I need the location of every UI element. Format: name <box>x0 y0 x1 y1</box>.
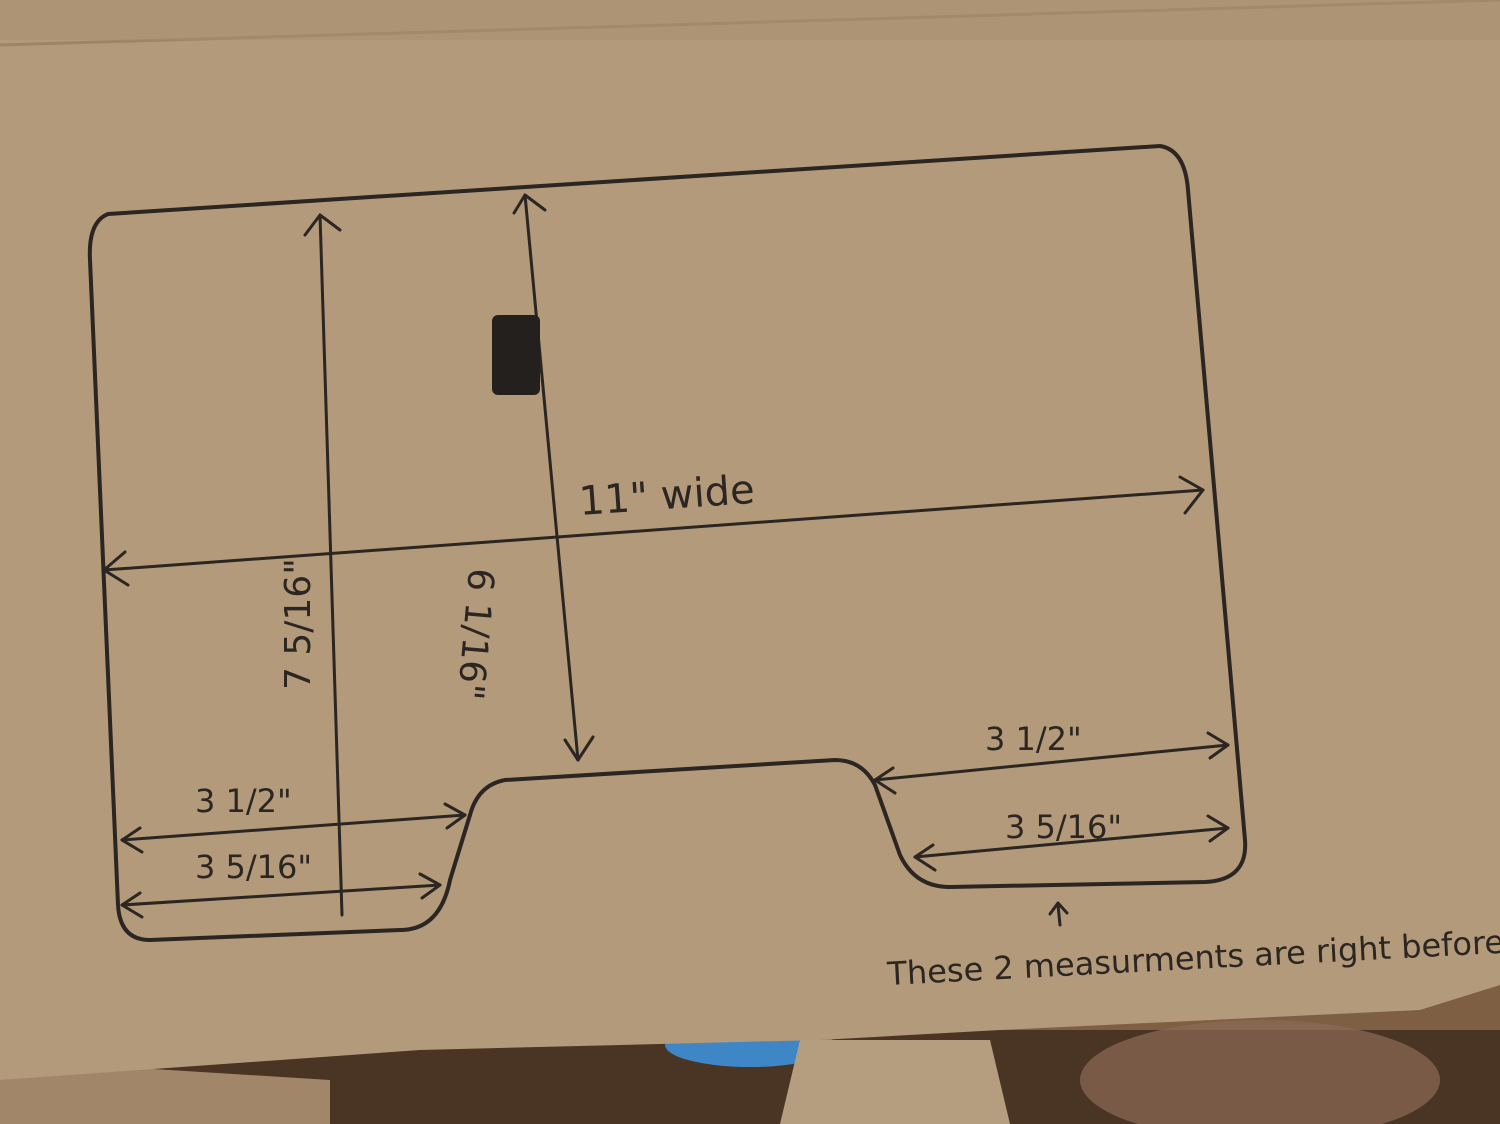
width-dimension <box>102 475 1205 587</box>
right-upper-dimension <box>873 731 1230 795</box>
box-flap-right <box>780 1040 1010 1124</box>
box-flap-left <box>0 1065 330 1124</box>
label-right-lower: 3 5/16" <box>1005 808 1122 846</box>
cardboard-top-strip <box>0 0 1500 40</box>
foot-blur <box>1080 1020 1440 1124</box>
label-right-upper: 3 1/2" <box>985 720 1082 758</box>
label-left-lower: 3 5/16" <box>195 848 312 886</box>
label-left-upper: 3 1/2" <box>195 782 292 820</box>
right-lower-dimension <box>913 814 1230 872</box>
left-height-dimension <box>303 213 344 917</box>
left-upper-dimension <box>120 802 467 854</box>
left-lower-dimension <box>120 872 442 919</box>
label-height-left: 7 5/16" <box>278 558 319 690</box>
center-height-dimension <box>512 193 595 762</box>
cardboard-sheet <box>0 0 1500 1080</box>
insert-outline <box>87 144 1248 942</box>
note-pointer-arrow <box>1048 901 1069 927</box>
scribble-mark <box>492 315 540 395</box>
